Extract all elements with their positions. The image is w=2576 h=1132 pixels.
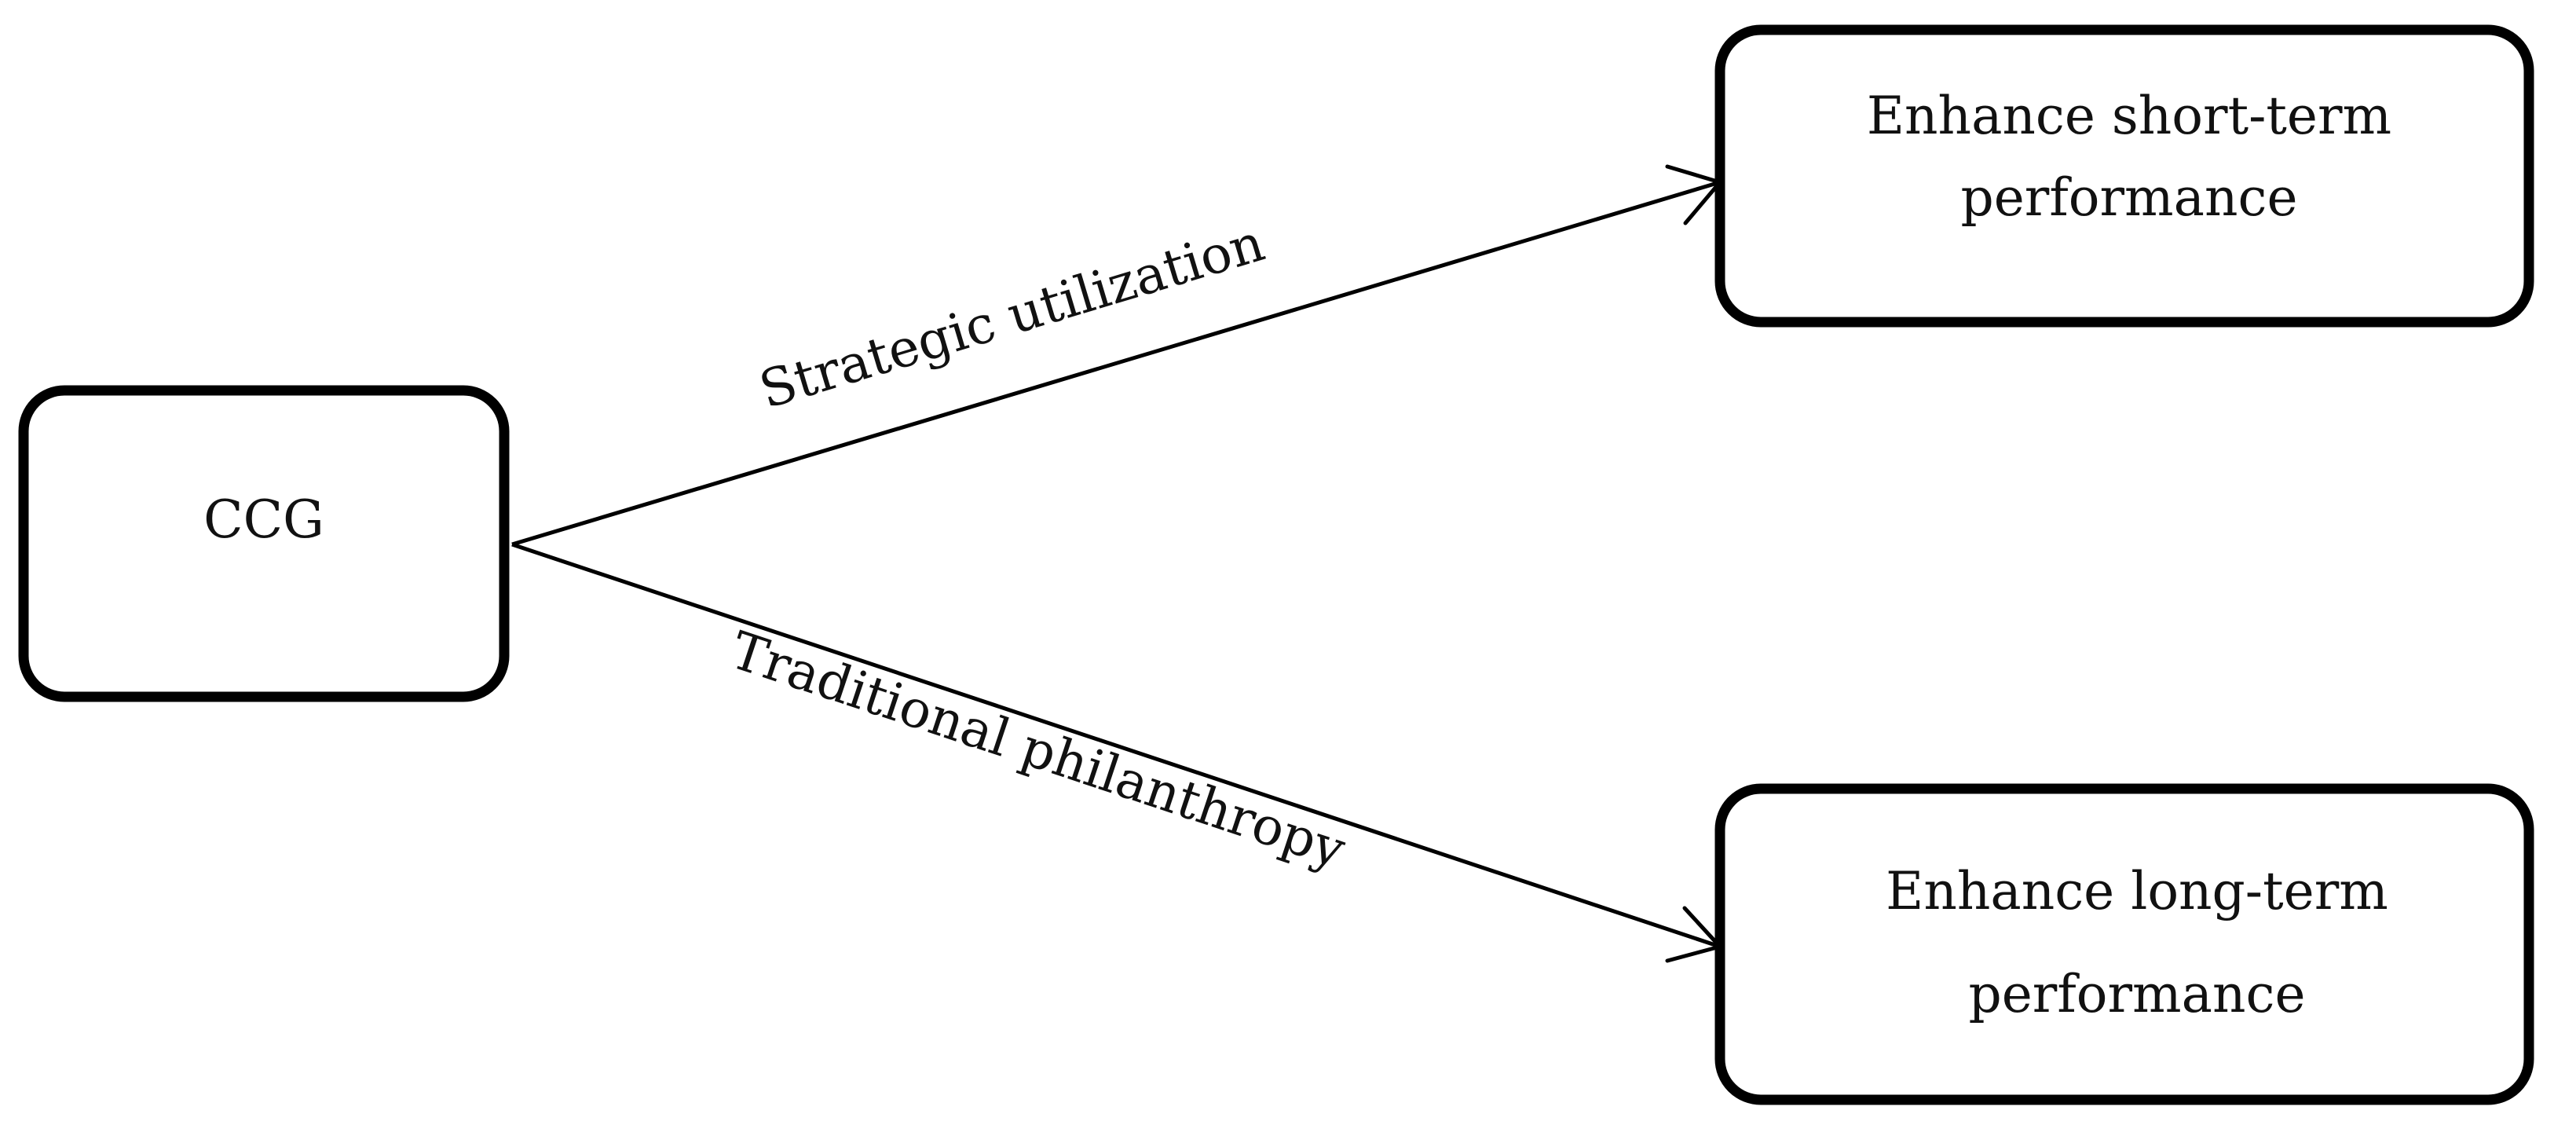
- edge-strategic-utilization: [511, 180, 1721, 547]
- node-short-term-line2: performance: [1960, 167, 2297, 228]
- arrowhead-long-term: [1665, 906, 1722, 963]
- node-long-term-line1: Enhance long-term: [1886, 861, 2388, 921]
- node-long-term-performance: Enhance long-term performance: [1714, 783, 2534, 1105]
- edge-label-strategic-utilization: Strategic utilization: [752, 212, 1271, 420]
- node-ccg: CCG: [18, 385, 510, 702]
- node-long-term-line2: performance: [1968, 964, 2305, 1024]
- edge-traditional-philanthropy: [511, 542, 1721, 949]
- node-short-term-performance: Enhance short-term performance: [1714, 24, 2534, 328]
- edge-label-traditional-philanthropy: Traditional philanthropy: [723, 620, 1352, 881]
- node-short-term-line1: Enhance short-term: [1867, 86, 2391, 146]
- node-ccg-label: CCG: [203, 489, 324, 550]
